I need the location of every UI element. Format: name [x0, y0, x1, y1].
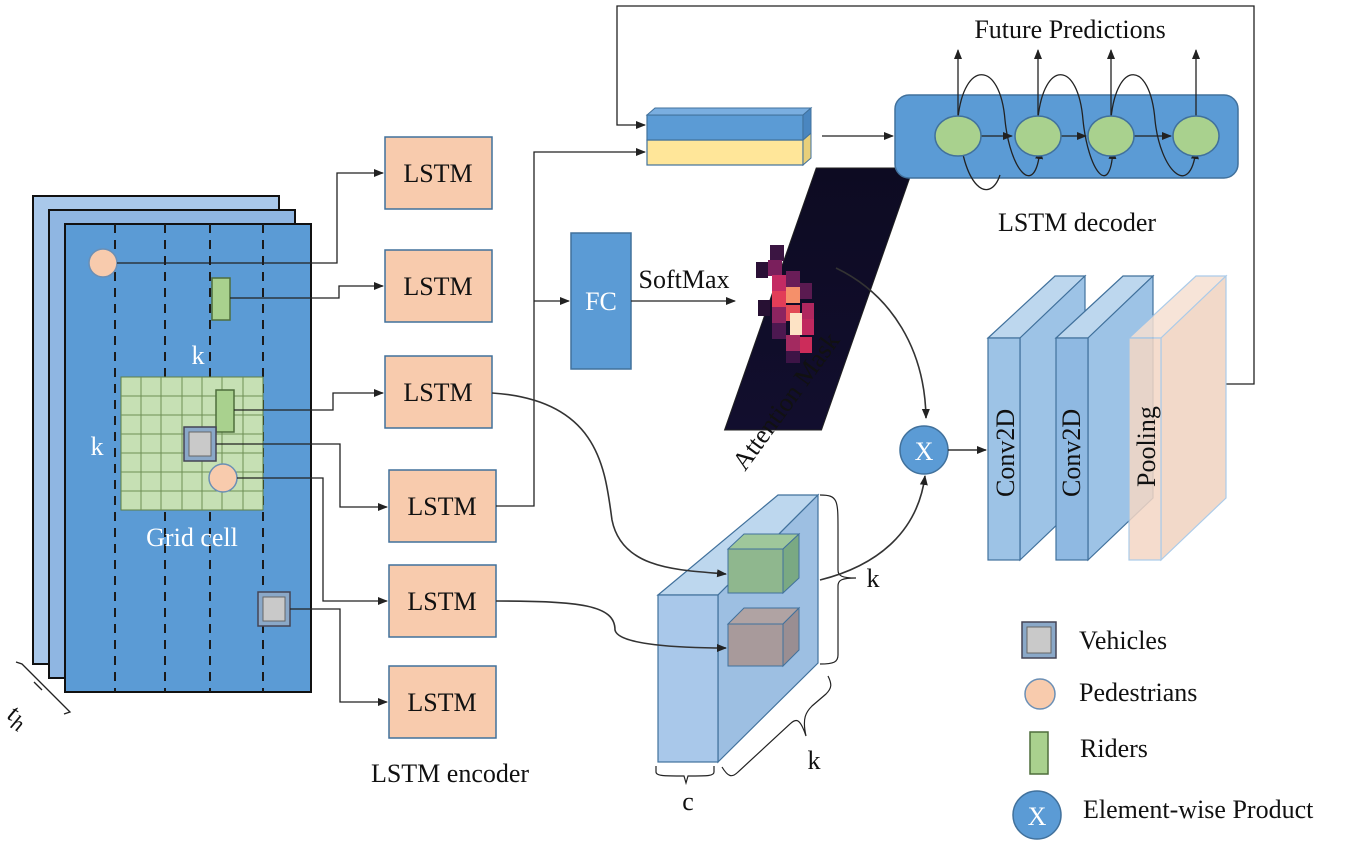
- softmax-label: SoftMax: [639, 265, 730, 294]
- conv2d-label-2: Conv2D: [1057, 409, 1086, 497]
- lstm-decoder: [894, 49, 1239, 191]
- rider-icon: [211, 277, 231, 321]
- lstm-encoder-label: LSTM encoder: [371, 759, 529, 788]
- lstm-box: LSTM: [388, 564, 497, 638]
- lstm-decoder-label: LSTM decoder: [998, 208, 1156, 237]
- social-tensor-cube: [656, 493, 820, 764]
- cube-c-label: c: [682, 787, 694, 816]
- mask-to-product-wire: [835, 267, 930, 419]
- vehicle-icon-grid: [183, 426, 217, 462]
- svg-text:X: X: [1028, 802, 1047, 831]
- vehicle-icon: [257, 591, 291, 627]
- cube-braces: [655, 494, 857, 786]
- lstm-box: LSTM: [384, 136, 493, 210]
- social-tensor-cell-green: [726, 532, 801, 595]
- svg-text:LSTM: LSTM: [403, 378, 472, 407]
- pooling-block: [1127, 274, 1228, 562]
- time-bracket: [15, 661, 72, 715]
- grid-k-top: k: [192, 341, 205, 370]
- ego-wires: [496, 148, 646, 507]
- svg-text:LSTM: LSTM: [403, 272, 472, 301]
- svg-text:LSTM: LSTM: [407, 688, 476, 717]
- cube-k-right: k: [867, 564, 880, 593]
- lstm-box: LSTM: [384, 355, 493, 429]
- fc-layer: FC: [570, 232, 632, 370]
- legend-pedestrian-icon: [1024, 678, 1056, 710]
- grid-k-left: k: [91, 432, 104, 461]
- legend-riders-label: Riders: [1080, 734, 1148, 763]
- svg-text:LSTM: LSTM: [403, 159, 472, 188]
- time-horizon-label: th: [1, 698, 34, 737]
- legend-product-label: Element-wise Product: [1083, 795, 1314, 824]
- legend: Vehicles Pedestrians Riders X Element-wi…: [1012, 621, 1314, 840]
- svg-text:FC: FC: [585, 287, 617, 316]
- legend-rider-icon: [1029, 731, 1049, 775]
- concat-tensor: [645, 106, 813, 167]
- element-wise-product-node: X: [899, 425, 949, 475]
- decoder-node: [1172, 115, 1220, 157]
- svg-text:LSTM: LSTM: [407, 492, 476, 521]
- pedestrian-icon: [88, 248, 118, 278]
- pedestrian-icon-grid: [208, 463, 238, 493]
- decoder-node: [1014, 115, 1062, 157]
- attention-mask: [723, 167, 914, 431]
- cube-k-bottom: k: [808, 746, 821, 775]
- social-tensor-cell-brown: [726, 606, 801, 668]
- rider-icon-grid: [215, 389, 235, 433]
- feedback-wire: [616, 5, 1255, 385]
- agent-wires: [117, 169, 388, 706]
- lstm-box: LSTM: [388, 665, 497, 739]
- grid-cell-label: Grid cell: [146, 523, 238, 552]
- future-predictions-label: Future Predictions: [974, 15, 1165, 44]
- agents: [88, 248, 291, 627]
- lstm-box: LSTM: [384, 249, 493, 323]
- pooling-label: Pooling: [1132, 406, 1161, 487]
- decoder-node: [1087, 115, 1135, 157]
- lstm-encoder: LSTM LSTM LSTM LSTM LSTM LSTM: [384, 136, 497, 739]
- legend-product-icon: X: [1012, 790, 1062, 840]
- lstm-box: LSTM: [388, 469, 497, 543]
- svg-text:LSTM: LSTM: [407, 587, 476, 616]
- conv2d-label-1: Conv2D: [991, 409, 1020, 497]
- decoder-node: [934, 115, 982, 157]
- legend-vehicles-label: Vehicles: [1079, 626, 1167, 655]
- svg-text:X: X: [915, 437, 934, 466]
- legend-vehicle-icon: [1021, 621, 1057, 659]
- legend-pedestrians-label: Pedestrians: [1079, 678, 1197, 707]
